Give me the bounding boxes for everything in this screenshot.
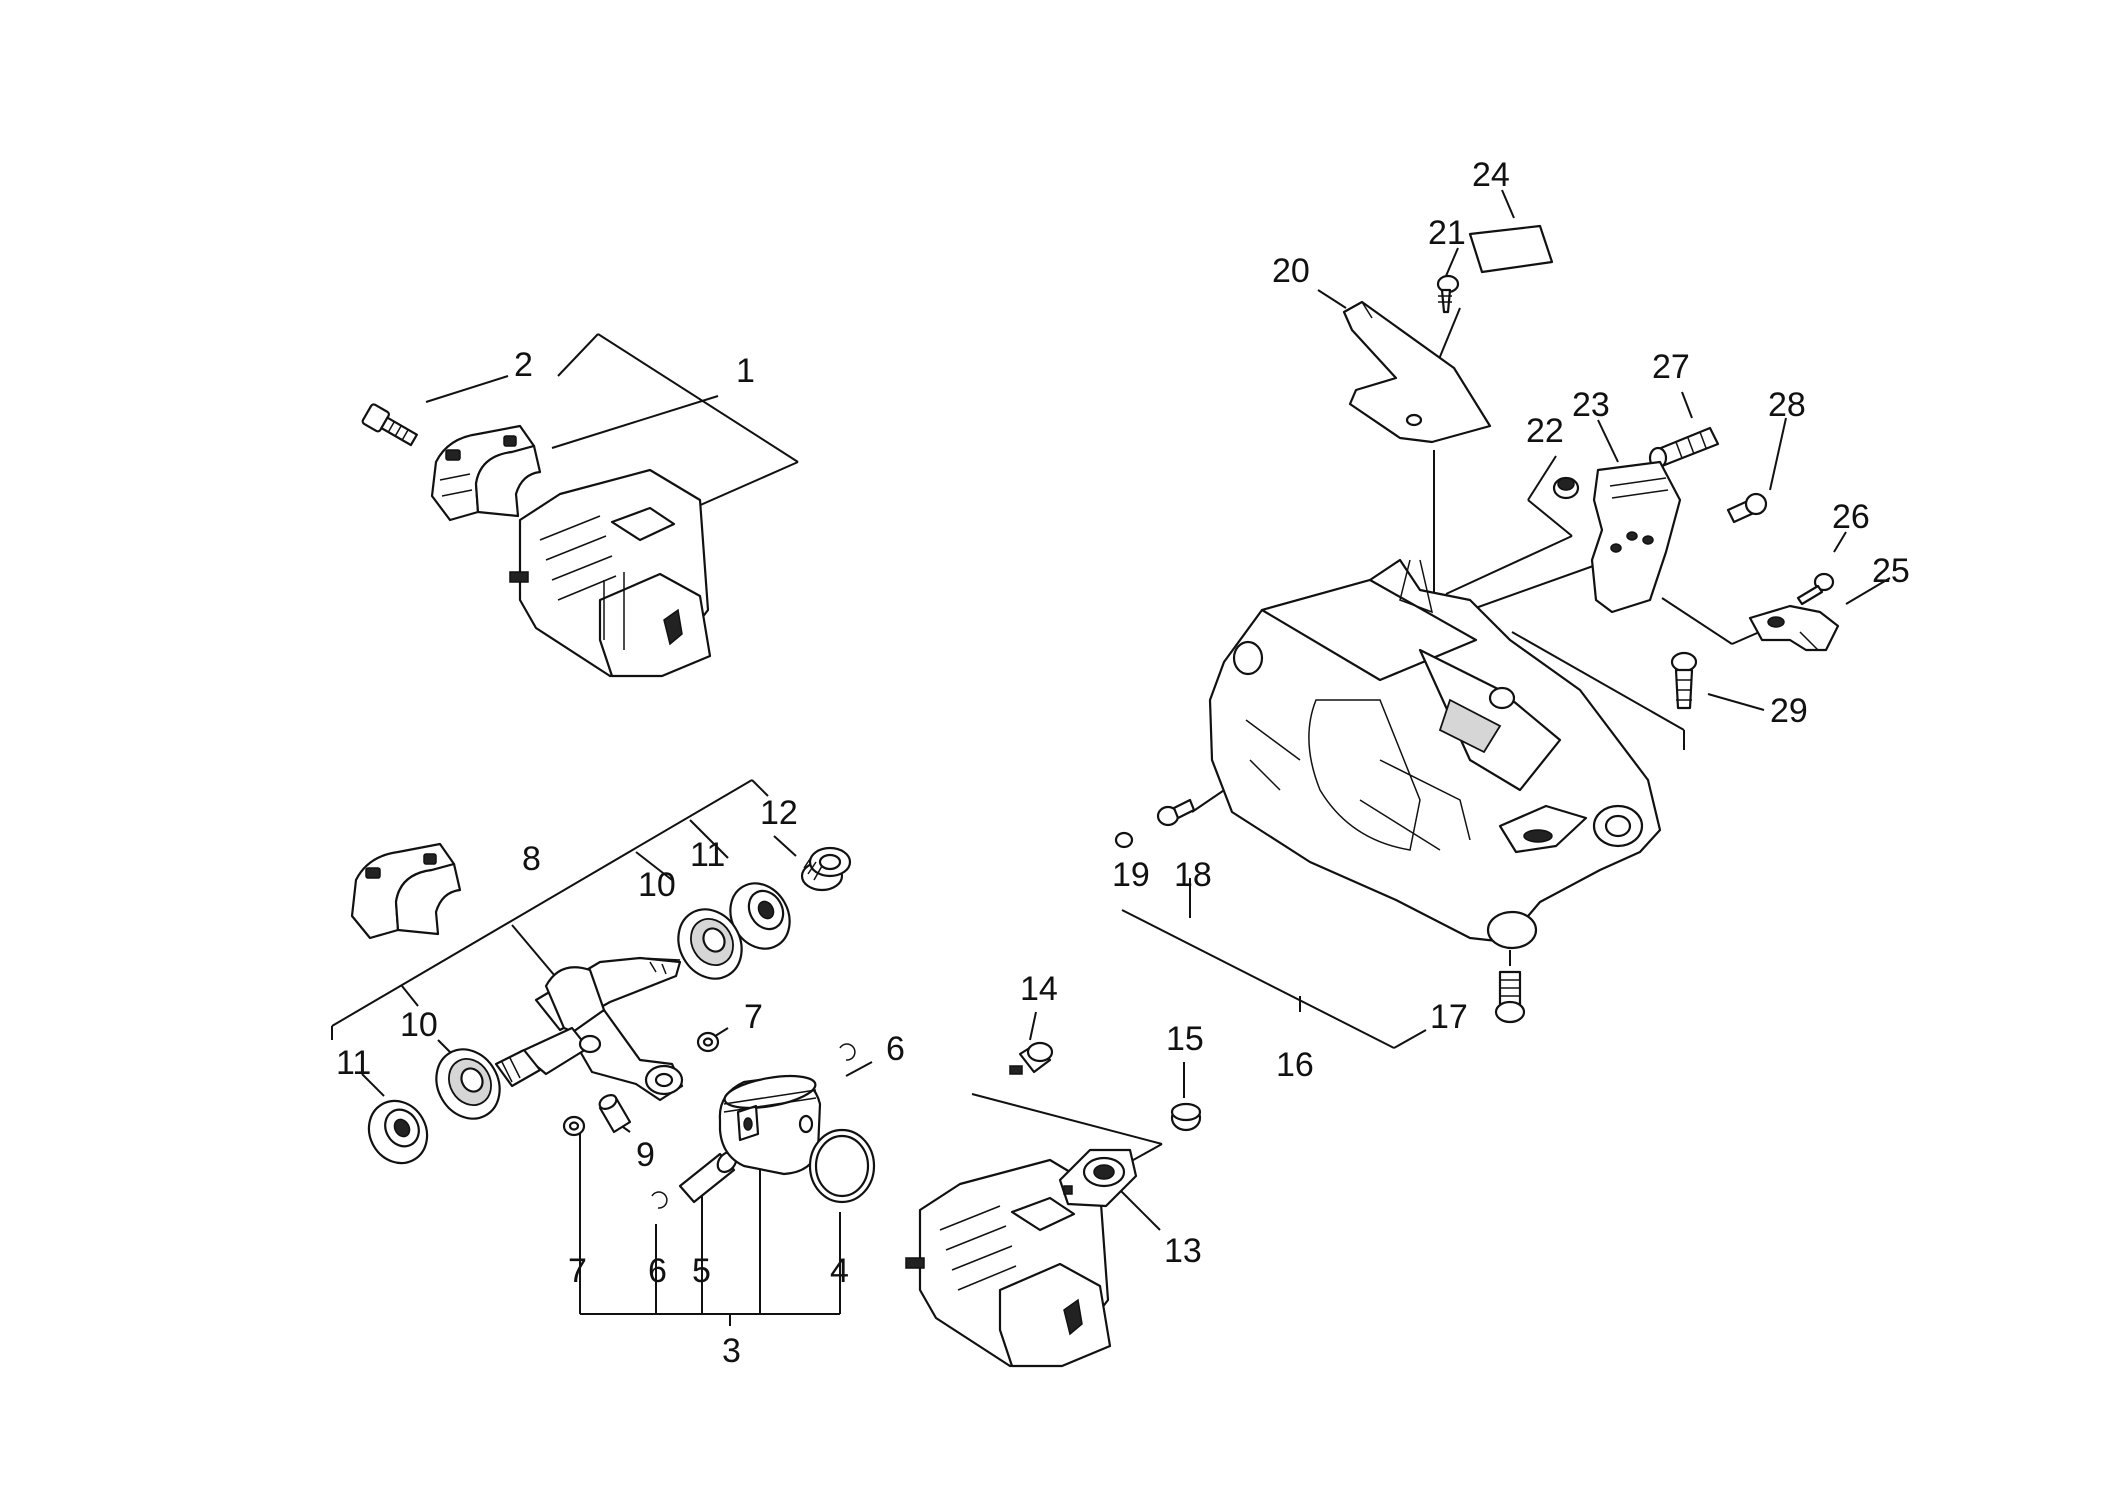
callout-7a: 7	[744, 998, 763, 1036]
piston-ring-icon	[808, 1128, 876, 1204]
washer-icon	[562, 1115, 586, 1137]
callout-6a: 6	[886, 1030, 905, 1068]
bearing-10-icon	[435, 1048, 501, 1120]
bolt-icon	[1156, 798, 1196, 827]
callout-9: 9	[636, 1136, 655, 1174]
plug-icon	[1009, 1041, 1054, 1075]
callout-22: 22	[1526, 412, 1564, 450]
callout-4: 4	[830, 1252, 849, 1290]
callout-10b: 10	[400, 1006, 438, 1044]
needle-bearing-icon	[598, 1094, 632, 1134]
bearing-11-icon	[367, 1099, 429, 1165]
cylinder-icon	[905, 1158, 1112, 1368]
crankcase-icon	[1208, 558, 1662, 950]
callout-14: 14	[1020, 970, 1058, 1008]
chain-tensioner-icon	[1748, 604, 1840, 652]
part-number-labels: 1 2 3 4 5 6 6 7 7 8 9 10 10 11 11 12 13 …	[336, 156, 1910, 1370]
piston-icon	[718, 1074, 822, 1176]
cylinder-clamp-icon	[350, 842, 462, 940]
intake-insulator-icon	[1058, 1148, 1138, 1208]
callout-10a: 10	[638, 866, 676, 904]
callout-8: 8	[522, 840, 541, 878]
callout-2: 2	[514, 346, 533, 384]
callout-11b: 11	[336, 1044, 371, 1082]
callout-21: 21	[1428, 214, 1466, 252]
bar-plate-icon	[1590, 460, 1682, 614]
bolt-icon	[1670, 651, 1698, 710]
o-ring-icon	[1114, 831, 1134, 849]
callout-3: 3	[722, 1332, 741, 1370]
callout-20: 20	[1272, 252, 1310, 290]
bearing-11-icon	[729, 882, 791, 950]
callout-7b: 7	[568, 1252, 587, 1290]
callout-13: 13	[1164, 1232, 1202, 1270]
screw-icon	[1796, 572, 1835, 606]
callout-15: 15	[1166, 1020, 1204, 1058]
callout-26: 26	[1832, 498, 1870, 536]
circlip-icon	[839, 1043, 856, 1061]
circlip-icon	[651, 1191, 668, 1209]
cylinder-clamp-icon	[430, 424, 542, 522]
oil-seal-icon	[800, 846, 852, 892]
callout-28: 28	[1768, 386, 1806, 424]
callout-11a: 11	[690, 836, 725, 874]
callout-23: 23	[1572, 386, 1610, 424]
callout-25: 25	[1872, 552, 1910, 590]
cap-icon	[1552, 476, 1580, 500]
plug-icon	[1170, 1102, 1202, 1132]
callout-18: 18	[1174, 856, 1212, 894]
crankshaft-icon	[494, 956, 684, 1102]
bearing-10-icon	[677, 908, 743, 980]
screw-icon	[1436, 274, 1460, 314]
callout-16: 16	[1276, 1046, 1314, 1084]
warning-label-icon	[1468, 224, 1554, 274]
callout-12: 12	[760, 794, 798, 832]
bolt-icon	[361, 403, 418, 447]
callout-5: 5	[692, 1252, 711, 1290]
callout-27: 27	[1652, 348, 1690, 386]
callout-1: 1	[736, 352, 755, 390]
callout-19: 19	[1112, 856, 1150, 894]
callout-17: 17	[1430, 998, 1468, 1036]
washer-icon	[696, 1031, 720, 1053]
guard-plate-icon	[1342, 300, 1492, 444]
callout-6b: 6	[648, 1252, 667, 1290]
callout-24: 24	[1472, 156, 1510, 194]
bolt-icon	[1726, 492, 1768, 524]
bolt-icon	[1494, 970, 1526, 1024]
callout-29: 29	[1770, 692, 1808, 730]
cylinder-icon	[509, 468, 712, 678]
